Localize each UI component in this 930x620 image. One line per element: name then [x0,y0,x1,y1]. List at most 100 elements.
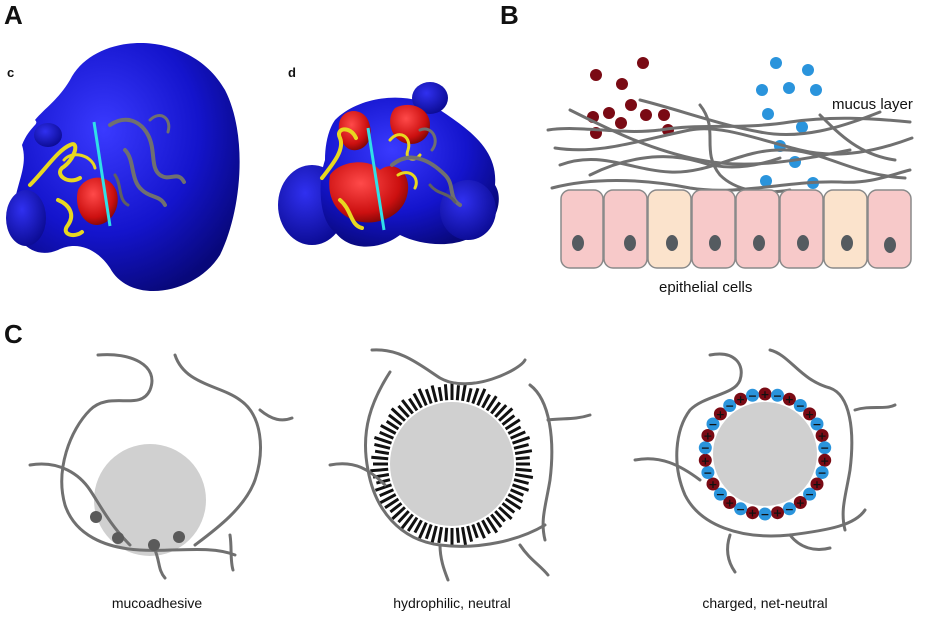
brush-strand [385,420,400,431]
brush-strand [504,418,521,431]
negative-charge: − [713,487,727,501]
brush-strand [444,527,449,542]
brush-strand [466,388,473,403]
positive-charge: + [818,453,832,467]
negative-charge: − [758,507,772,521]
panel-c: C mucoadhesive hy [4,319,897,611]
charge-shell: +−+−+−+−+−+−+−+−+−+−+−+−+−+−+− [698,387,832,521]
svg-text:+: + [817,430,826,443]
brush-strand [430,525,438,544]
svg-text:+: + [725,497,734,510]
negative-charge: − [815,466,829,480]
positive-charge: + [706,477,720,491]
brush-strand [510,430,526,440]
negative-charge: − [706,417,720,431]
brush-strand [380,424,397,435]
brush-strand [424,388,433,404]
brush-strand [490,513,503,529]
epithelial-cells [560,189,912,269]
brush-strand [437,526,443,544]
panel-b: B [500,0,914,296]
brush-strand [387,413,403,426]
cell-nuclei [572,235,896,253]
caption-mucoadhesive: mucoadhesive [112,595,202,611]
brush-strand [397,404,410,418]
brush-strand [389,502,403,514]
positive-charge: + [793,496,807,510]
brush-strand [424,524,433,540]
brush-strand [379,493,397,505]
brush-strand [485,516,499,534]
brush-strand [498,407,514,422]
svg-text:−: − [716,488,725,501]
brush-strand [401,399,414,415]
svg-text:−: − [760,508,769,521]
svg-text:−: − [708,418,717,431]
brush-strand [490,401,502,415]
svg-text:+: + [716,408,725,421]
blue-particles [756,57,822,189]
brush-strand [501,502,516,514]
brush-strand [391,506,406,520]
brush-strand [455,385,460,401]
brush-strand [461,526,467,546]
brush-strand [384,497,400,510]
positive-charge: + [713,407,727,421]
brush-strand [515,456,530,461]
brush-strand [370,467,389,473]
svg-text:−: − [812,418,821,431]
panel-a: A c d [4,0,499,292]
protein-surface-c [6,42,240,292]
brush-strand [412,392,423,409]
hydrophilic-neutral-diagram: hydrophilic, neutral [328,348,592,611]
charged-net-neutral-diagram: +−+−+−+−+−+−+−+−+−+−+−+−+−+−+− charged, … [633,348,897,611]
svg-text:−: − [748,389,757,402]
svg-text:−: − [725,400,734,413]
positive-charge: + [782,392,796,406]
brush-strand [515,467,532,473]
brush-strand [406,516,419,532]
svg-text:+: + [703,430,712,443]
brush-strand [494,510,506,523]
brush-strand [437,386,443,402]
negative-charge: − [698,441,712,455]
brush-strand [514,449,533,455]
brush-strand [374,449,390,455]
brush-strand [498,506,513,520]
svg-text:−: − [703,467,712,480]
brush-strand [408,397,419,412]
axis-line-c [92,121,112,227]
brush-strand [400,513,414,530]
brush-strand [513,478,529,485]
panel-b-letter: B [500,0,519,30]
svg-text:+: + [748,507,757,520]
negative-charge: − [723,399,737,413]
panel-a-letter: A [4,0,23,30]
brush-strand [476,388,487,406]
svg-text:+: + [736,393,745,406]
brush-strand [455,527,460,543]
ribbon-structure-d [320,127,462,230]
brush-strand [485,395,498,412]
svg-text:+: + [785,393,794,406]
positive-charge: + [810,477,824,491]
mucus-layer-label: mucus layer [832,96,913,113]
negative-charge: − [810,417,824,431]
svg-text:+: + [820,454,829,467]
brush-strand [471,524,479,539]
brush-strand [501,414,516,426]
svg-text:+: + [760,388,769,401]
positive-charge: + [771,506,784,520]
dark-red-particles [587,57,674,139]
positive-charge: + [723,496,737,510]
brush-strand [418,522,428,539]
particle-core-3 [713,402,817,506]
svg-text:+: + [805,408,814,421]
brush-strand [476,522,486,539]
negative-charge: − [782,502,796,516]
negative-charge: − [803,487,817,501]
brush-strand [374,483,392,492]
positive-charge: + [803,407,817,421]
brush-strand [466,525,474,542]
brush-strand [512,435,531,445]
